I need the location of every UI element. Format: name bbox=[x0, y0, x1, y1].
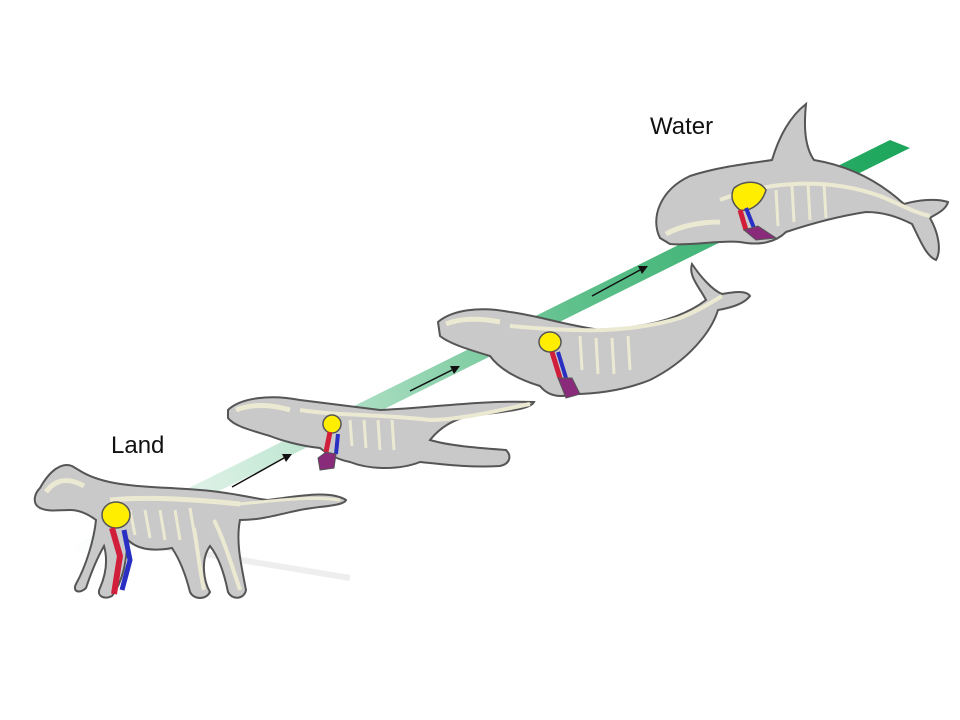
amphibious-ancestor-skeleton bbox=[227, 396, 536, 471]
progression-arrow bbox=[591, 266, 648, 297]
water-label: Water bbox=[650, 113, 714, 140]
modern-whale-skeleton bbox=[655, 101, 950, 262]
early-whale-skeleton bbox=[436, 261, 752, 399]
land-mammal-skeleton bbox=[33, 464, 348, 599]
progression-arrow bbox=[231, 454, 292, 488]
progression-arrow bbox=[409, 366, 460, 392]
land-label: Land bbox=[111, 432, 165, 459]
